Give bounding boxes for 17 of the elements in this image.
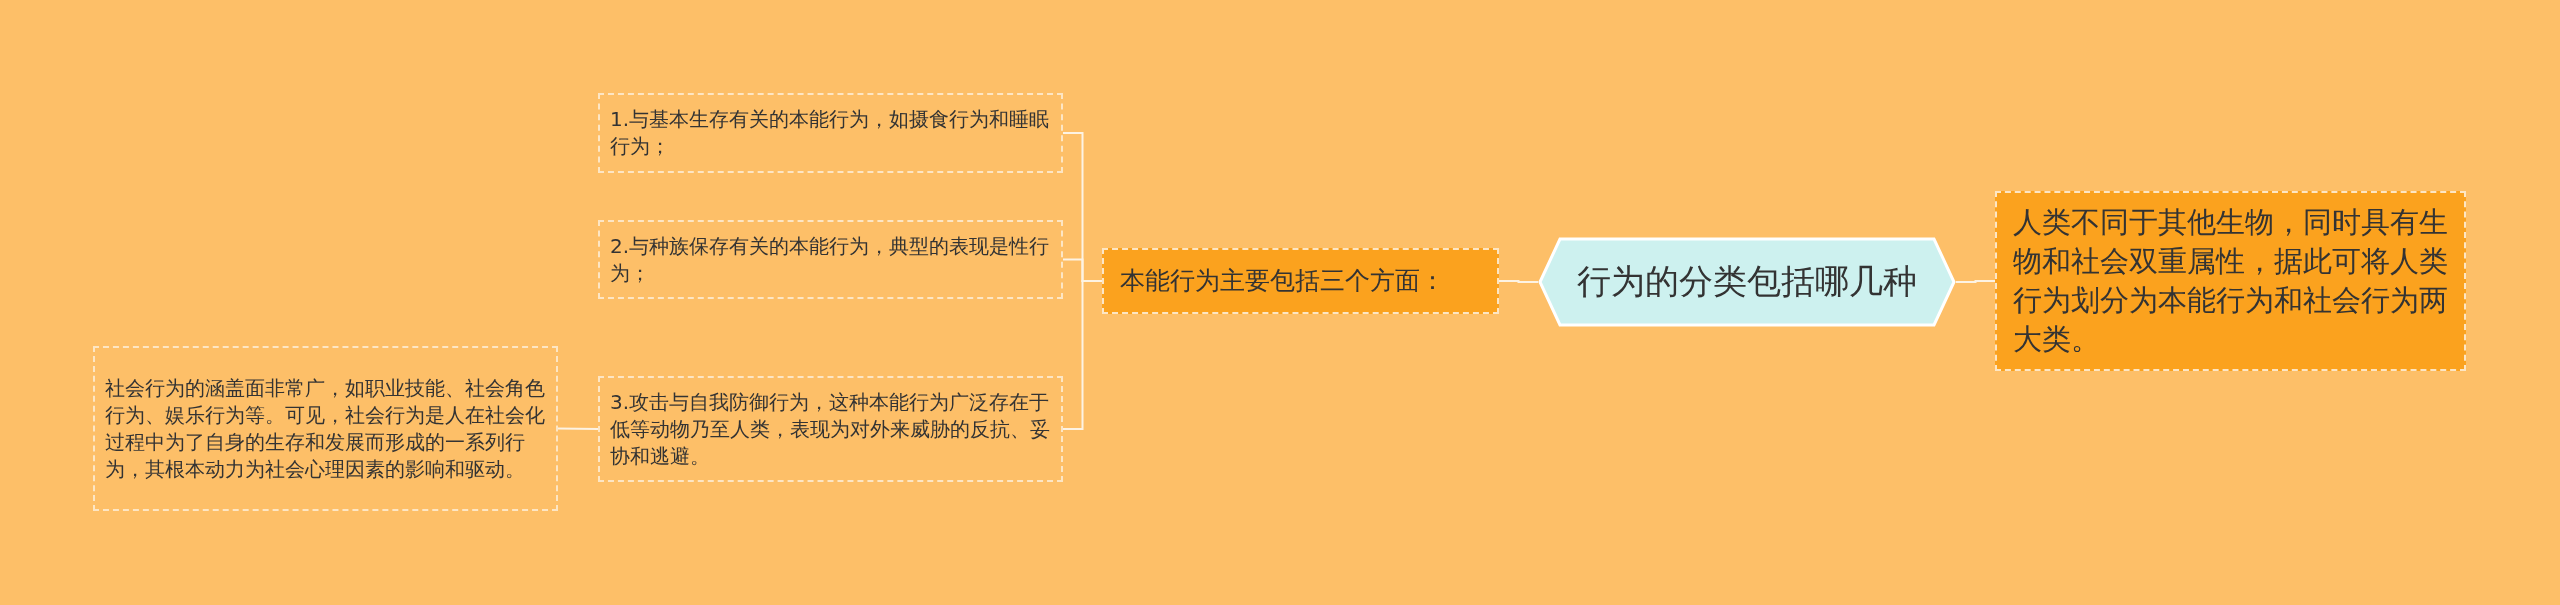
node-text: 2.与种族保存有关的本能行为，典型的表现是性行为； — [610, 232, 1051, 287]
node-text: 3.攻击与自我防御行为，这种本能行为广泛存在于低等动物乃至人类，表现为对外来威胁的反抗、妥协和逃避。 — [610, 388, 1051, 470]
detail-box — [598, 93, 1063, 173]
connector-line — [557, 427, 599, 430]
detail-box — [598, 220, 1063, 299]
topic-box — [1102, 248, 1499, 314]
node-text: 本能行为主要包括三个方面： — [1120, 265, 1445, 298]
node-text: 社会行为的涵盖面非常广，如职业技能、社会角色行为、娱乐行为等。可见，社会行为是人在社会化过程中为了自身的生存和发展而形成的一系列行为，其根本动力为社会心理因素的影响和驱动。 — [105, 374, 546, 483]
detail-box — [598, 376, 1063, 482]
connector-line — [1955, 280, 1996, 283]
topic-box — [1995, 191, 2466, 371]
node-text: 行为的分类包括哪几种 — [1577, 260, 1917, 304]
node-text: 人类不同于其他生物，同时具有生物和社会双重属性，据此可将人类行为划分为本能行为和社会行为两大类。 — [2013, 203, 2448, 359]
connector-line — [1498, 280, 1539, 283]
detail-box — [93, 346, 558, 511]
connector-line — [1062, 280, 1103, 430]
node-text: 1.与基本生存有关的本能行为，如摄食行为和睡眠行为； — [610, 106, 1051, 160]
